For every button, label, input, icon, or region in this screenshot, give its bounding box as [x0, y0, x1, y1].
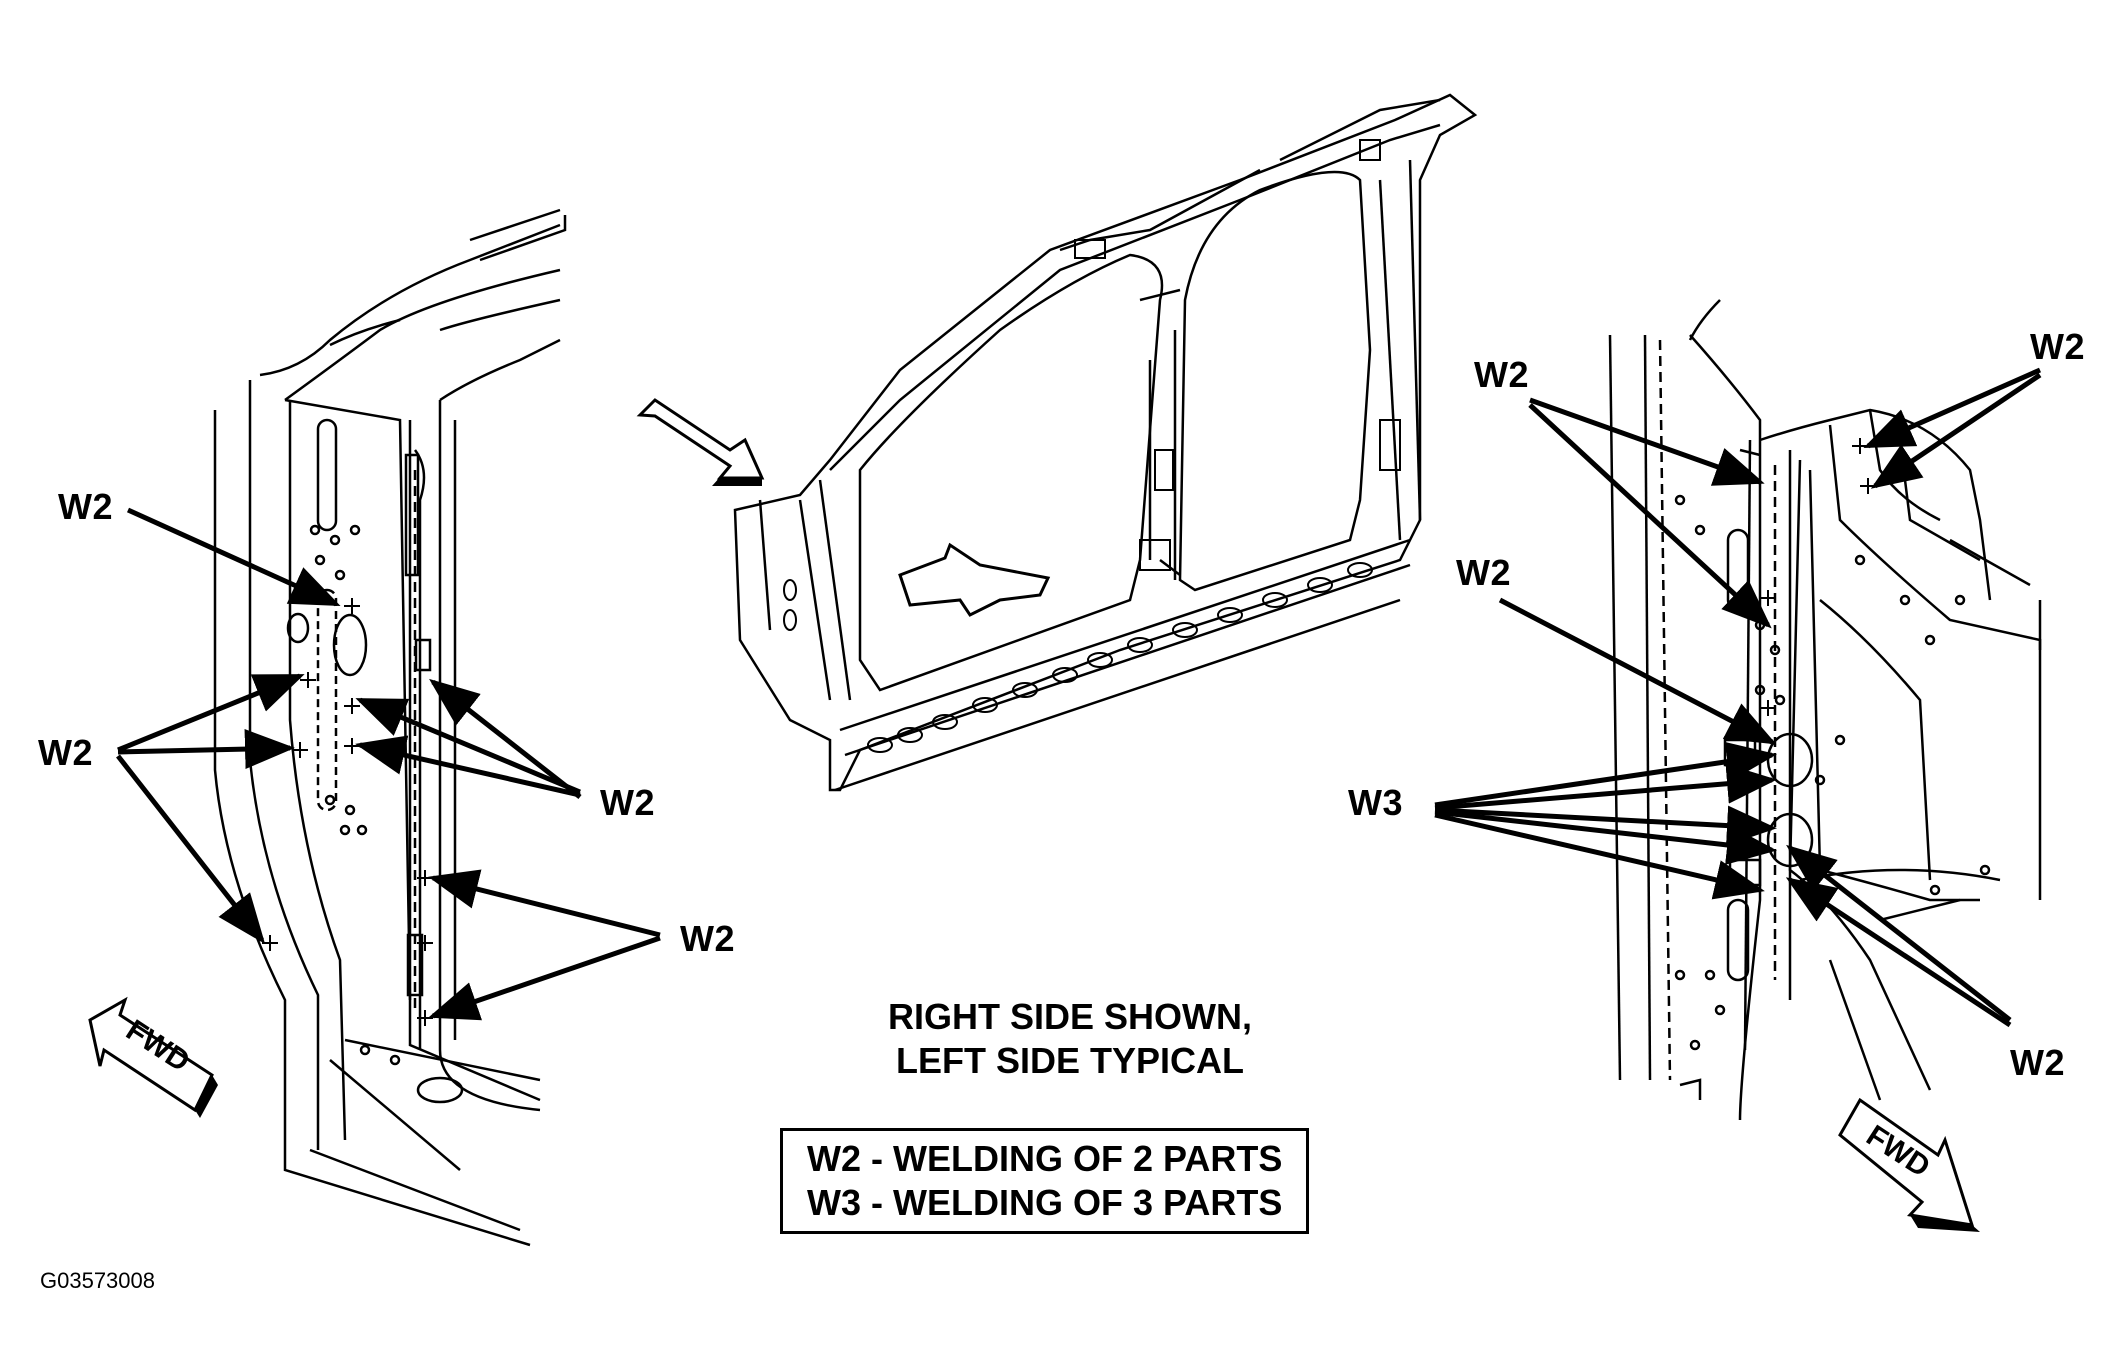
diagram-caption: RIGHT SIDE SHOWN, LEFT SIDE TYPICAL: [860, 995, 1280, 1083]
fwd-arrow-left: FWD: [88, 996, 218, 1118]
figure-id: G03573008: [40, 1268, 155, 1293]
label-w2-right-top-right: W2: [2030, 326, 2085, 367]
label-w2-left-right-mid: W2: [600, 782, 655, 823]
center-body-side: [733, 93, 1478, 792]
label-w2-right-mid: W2: [1456, 552, 1511, 593]
left-detail-view: [213, 208, 567, 1247]
label-w2-left-top: W2: [58, 486, 113, 527]
right-detail-view: [1608, 299, 2042, 1121]
legend-line-w3: W3 - WELDING OF 3 PARTS: [807, 1182, 1283, 1223]
center-view-arrows: [636, 398, 1051, 617]
fwd-arrow-right: FWD: [1838, 1097, 1980, 1232]
label-w2-left-right-low: W2: [680, 918, 735, 959]
caption-line-1: RIGHT SIDE SHOWN,: [887, 996, 1252, 1037]
label-w2-right-top-left: W2: [1474, 354, 1529, 395]
right-callout-arrows: [1434, 367, 2042, 1028]
legend-line-w2: W2 - WELDING OF 2 PARTS: [807, 1138, 1283, 1179]
left-callout-arrows: [116, 507, 661, 1021]
center-body-holes: [783, 139, 1401, 753]
right-weld-marks: [1760, 438, 1876, 716]
label-w3-right: W3: [1348, 782, 1403, 823]
label-w2-right-bottom: W2: [2010, 1042, 2065, 1083]
weld-legend: W2 - WELDING OF 2 PARTS W3 - WELDING OF …: [780, 1128, 1310, 1234]
label-w2-left-mid: W2: [38, 732, 93, 773]
caption-line-2: LEFT SIDE TYPICAL: [895, 1040, 1244, 1081]
